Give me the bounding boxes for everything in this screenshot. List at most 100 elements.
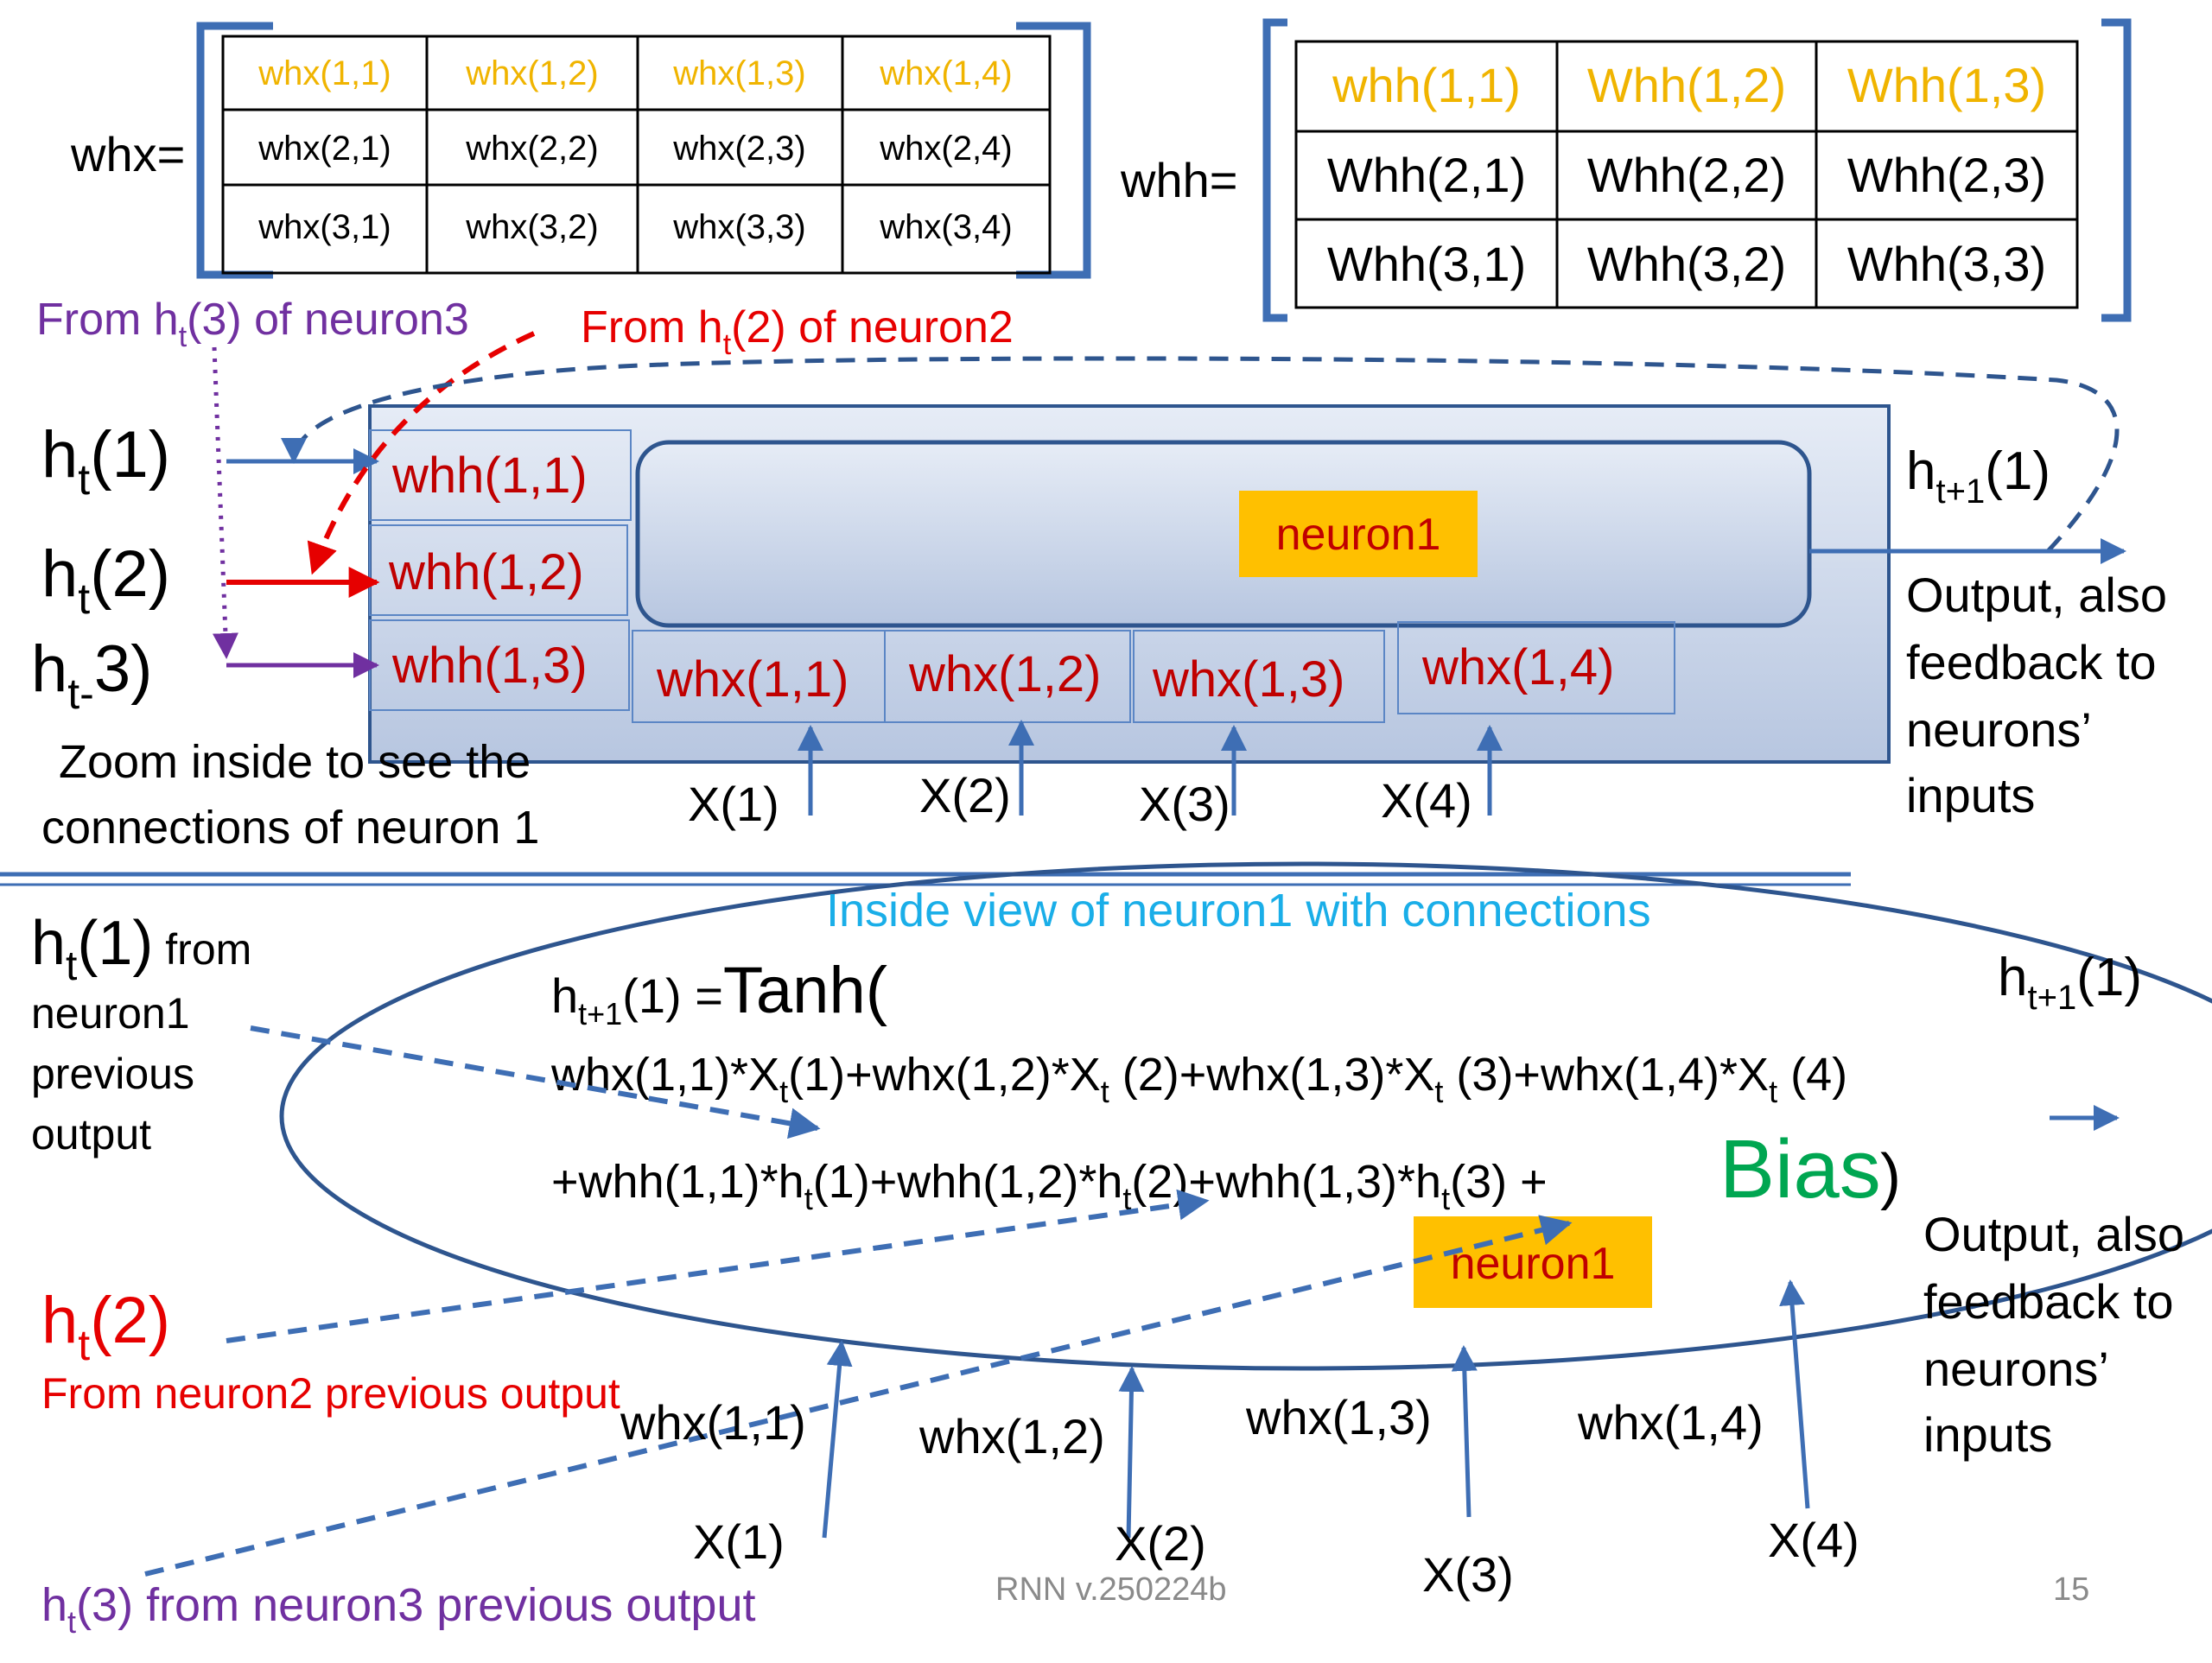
ht2-label: ht(2) bbox=[41, 1284, 170, 1369]
whh-matrix: whh= whh(1,1) Whh(1,2) Whh(1,3) Whh(2,1)… bbox=[1120, 18, 2132, 322]
whx-cell: whx(3,1) bbox=[257, 208, 391, 246]
whx-cell: whx(2,3) bbox=[672, 130, 805, 168]
whx-input-label: whx(1,2) bbox=[908, 646, 1101, 702]
ht1-dashed-arrow bbox=[250, 1025, 821, 1139]
whx-weight-label: whx(1,2) bbox=[918, 1409, 1105, 1463]
whx-input-box bbox=[884, 630, 1131, 723]
whx-cell: whx(2,1) bbox=[257, 130, 391, 168]
whx-cell: whx(2,4) bbox=[879, 130, 1012, 168]
whh-cell: Whh(3,1) bbox=[1327, 237, 1526, 291]
output-note: inputs bbox=[1923, 1407, 2052, 1462]
whh-cell: Whh(3,2) bbox=[1587, 237, 1786, 291]
whx-left-bracket bbox=[196, 22, 273, 279]
output-note: Output, also bbox=[1906, 568, 2167, 622]
whh-cell: whh(1,1) bbox=[1332, 58, 1521, 112]
whh-cell: Whh(3,3) bbox=[1847, 237, 2046, 291]
x-input-label: X(4) bbox=[1381, 773, 1472, 828]
x-input-label: X(2) bbox=[1115, 1516, 1206, 1571]
whh-cell: Whh(1,3) bbox=[1847, 58, 2046, 112]
version-label: RNN v.250224b bbox=[995, 1571, 1227, 1608]
x-input-label: X(1) bbox=[693, 1514, 785, 1569]
whh-input-box bbox=[369, 429, 632, 521]
whx-input-label: whx(1,4) bbox=[1421, 639, 1614, 695]
x-input-arrow bbox=[1451, 1345, 1478, 1518]
x-input-label: X(3) bbox=[1422, 1547, 1514, 1602]
page-number: 15 bbox=[2053, 1571, 2089, 1608]
output-label: ht+1(1) bbox=[1998, 948, 2142, 1017]
ht2-dashed-arrow bbox=[226, 1189, 1210, 1343]
whx-matrix: whx= whx(1,1) whx(1,2) whx(1,3) whx(1,4)… bbox=[70, 22, 1091, 279]
whx-weight-label: whx(1,1) bbox=[620, 1395, 806, 1450]
output-label: ht+1(1) bbox=[1906, 441, 2050, 511]
whh-cell: Whh(2,1) bbox=[1327, 148, 1526, 202]
neuron-tag-label: neuron1 bbox=[1276, 510, 1441, 560]
x-input-label: X(3) bbox=[1139, 777, 1230, 831]
x-input-arrow bbox=[822, 1340, 853, 1539]
neuron-ellipse bbox=[279, 861, 2212, 1371]
feedback-loop bbox=[281, 356, 2120, 553]
ht2-note: From neuron2 previous output bbox=[41, 1369, 620, 1418]
bias-term: Bias bbox=[1719, 1123, 1881, 1216]
neuron-overview: From ht(3) of neuron3 From ht(2) of neur… bbox=[31, 295, 2167, 854]
ht3-dashed-arrow bbox=[144, 1215, 1573, 1577]
neuron-tag bbox=[1239, 491, 1478, 577]
whx-cell: whx(1,2) bbox=[465, 54, 598, 92]
ht1-note: previous bbox=[31, 1050, 194, 1098]
equation-line-2: whx(1,1)*Xt(1)+whx(1,2)*Xt (2)+whx(1,3)*… bbox=[550, 1049, 1847, 1109]
output-note: feedback to bbox=[1906, 635, 2157, 689]
equation-line-1: ht+1(1) =Tanh( bbox=[551, 954, 887, 1031]
whh-cell: Whh(2,3) bbox=[1847, 148, 2046, 202]
whh-right-bracket bbox=[2101, 18, 2132, 322]
section-divider bbox=[0, 872, 1851, 886]
from-neuron2-label: From ht(2) of neuron2 bbox=[581, 302, 1014, 361]
from-neuron3-label: From ht(3) of neuron3 bbox=[36, 295, 469, 353]
whx-input-label: whx(1,3) bbox=[1152, 651, 1344, 708]
x-input-label: X(4) bbox=[1768, 1513, 1859, 1567]
from-neuron3-connector bbox=[212, 346, 238, 659]
output-note: neurons’ bbox=[1906, 702, 2092, 757]
ht1-label: ht(1) from bbox=[31, 909, 251, 989]
bias-close-paren: ) bbox=[1880, 1142, 1901, 1211]
output-note: feedback to bbox=[1923, 1274, 2174, 1329]
x-input-label: X(1) bbox=[688, 777, 779, 831]
neuron-inside-view: Inside view of neuron1 with connections … bbox=[31, 861, 2212, 1640]
ht1-note: output bbox=[31, 1110, 151, 1158]
x-input-label: X(2) bbox=[919, 768, 1011, 822]
whh-input-label: whh(1,3) bbox=[391, 638, 588, 694]
whx-input-label: whx(1,1) bbox=[656, 651, 849, 708]
ht1-note: neuron1 bbox=[31, 989, 190, 1038]
whx-input-box bbox=[1397, 621, 1675, 714]
x-input-arrow bbox=[1118, 1366, 1145, 1539]
output-note: Output, also bbox=[1923, 1207, 2184, 1261]
whh-input-label: whh(1,1) bbox=[391, 447, 588, 504]
ht2-label: ht(2) bbox=[41, 537, 170, 623]
whx-right-bracket bbox=[1016, 22, 1091, 279]
whx-input-box bbox=[1133, 630, 1385, 723]
equation-line-3: +whh(1,1)*ht(1)+whh(1,2)*ht(2)+whh(1,3)*… bbox=[551, 1156, 1548, 1216]
whh-left-bracket bbox=[1262, 18, 1287, 322]
whx-weight-label: whx(1,3) bbox=[1245, 1390, 1432, 1444]
whx-weight-label: whx(1,4) bbox=[1577, 1395, 1764, 1450]
neuron-tag bbox=[1414, 1216, 1652, 1308]
ht3-label: ht-3) bbox=[31, 632, 152, 718]
from-neuron2-connector bbox=[307, 331, 536, 575]
whx-cell: whx(1,3) bbox=[672, 54, 805, 92]
zoom-note: Zoom inside to see the bbox=[59, 736, 531, 788]
whh-matrix-label: whh= bbox=[1120, 153, 1237, 207]
output-note: inputs bbox=[1906, 768, 2035, 822]
whx-matrix-label: whx= bbox=[70, 127, 185, 181]
whx-cell: whx(3,3) bbox=[672, 208, 805, 246]
zoom-note: connections of neuron 1 bbox=[41, 802, 539, 854]
whh-grid-frame bbox=[1294, 40, 2079, 309]
whx-cell: whx(1,1) bbox=[257, 54, 391, 92]
neuron-core bbox=[635, 440, 1812, 628]
whh-input-label: whh(1,2) bbox=[388, 544, 584, 600]
x-input-arrow bbox=[1779, 1279, 1810, 1509]
whh-cell: Whh(2,2) bbox=[1587, 148, 1786, 202]
whx-cell: whx(3,2) bbox=[465, 208, 598, 246]
inside-view-title: Inside view of neuron1 with connections bbox=[826, 885, 1651, 936]
output-note: neurons’ bbox=[1923, 1342, 2109, 1396]
whx-cell: whx(3,4) bbox=[879, 208, 1012, 246]
